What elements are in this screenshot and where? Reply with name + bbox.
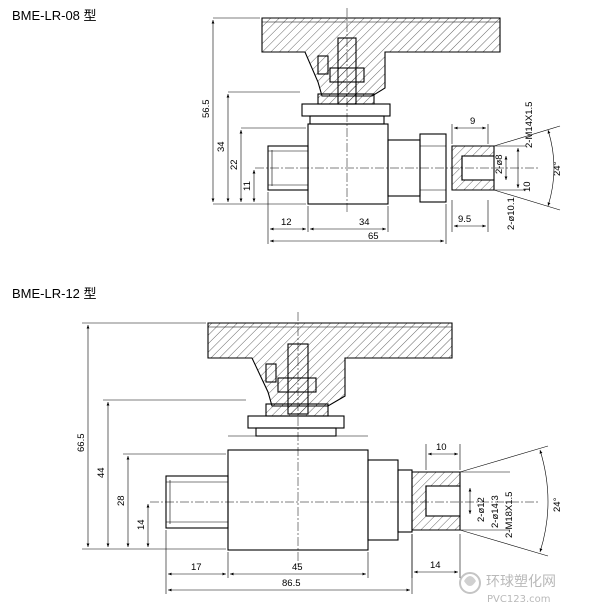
view-bme-lr-12: BME-LR-12 型 66.5 44: [12, 286, 563, 594]
dim-width-total: 86.5: [282, 578, 301, 589]
dim-thread: 2-M18X1.5: [504, 492, 515, 538]
dim-angle: 24°: [552, 161, 563, 176]
watermark-url: PVC123.com: [487, 594, 550, 605]
dim-outer-dia: 2-ø10.1: [506, 197, 517, 230]
model-title: BME-LR-08 型: [12, 8, 97, 23]
dim-height-pipe: 11: [242, 181, 253, 191]
valve-body: [307, 123, 389, 205]
dim-length: 10: [522, 181, 533, 192]
dim-width-body: 34: [359, 217, 370, 228]
dim-outer-dia: 2-ø14.3: [490, 495, 501, 528]
watermark: 环球塑化网 PVC123.com: [459, 572, 556, 605]
right-nut: [367, 459, 399, 541]
dim-height-pipe: 14: [136, 519, 147, 530]
model-title: BME-LR-12 型: [12, 286, 97, 301]
dim-height-mid: 28: [116, 495, 127, 506]
watermark-name: 环球塑化网: [486, 574, 556, 590]
dim-width-pipe: 17: [191, 562, 202, 573]
dim-thread: 2-M14X1.5: [524, 102, 535, 148]
dim-nut-width: 10: [436, 442, 447, 453]
dim-height-mid: 22: [229, 159, 240, 170]
dim-bore: 2-ø12: [476, 497, 487, 522]
dim-nut-width-2: 9.5: [458, 214, 471, 225]
watermark-logo-icon: [459, 572, 481, 594]
dim-angle: 24°: [552, 497, 563, 512]
dim-bore: 2-ø8: [494, 154, 505, 174]
dim-width-total: 65: [368, 231, 379, 242]
dim-nut-width-2: 14: [430, 560, 441, 571]
valve-handle: [207, 322, 453, 407]
dim-height-body: 34: [216, 141, 227, 152]
dim-height-total: 56.5: [201, 100, 212, 119]
dim-width-body: 45: [292, 562, 303, 573]
dim-nut-width: 9: [470, 116, 475, 127]
valve-handle: [261, 17, 501, 97]
dim-width-pipe: 12: [281, 217, 292, 228]
view-bme-lr-08: BME-LR-08 型 56.5: [12, 8, 563, 244]
dim-height-total: 66.5: [76, 434, 87, 453]
dim-height-body: 44: [96, 467, 107, 478]
fitting-section: [411, 471, 461, 531]
